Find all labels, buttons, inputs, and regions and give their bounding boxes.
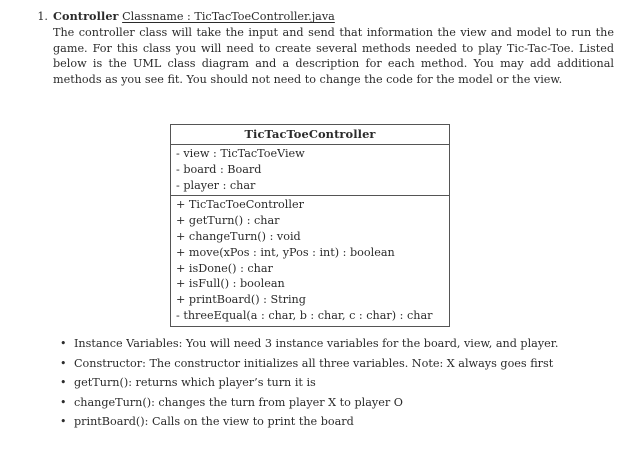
bullet-dot-icon: •	[60, 337, 67, 350]
description-paragraph: The controller class will take the input…	[53, 26, 614, 86]
heading-bold-label: Controller	[53, 9, 119, 23]
uml-method-row: + getTurn() : char	[176, 214, 280, 228]
uml-attributes-compartment: - view : TicTacToeView - board : Board -…	[171, 145, 449, 197]
uml-attribute-row: - view : TicTacToeView	[176, 147, 305, 160]
bullet-dot-icon: •	[60, 415, 67, 428]
uml-attribute-row: - player : char	[176, 178, 256, 192]
uml-method-row: + changeTurn() : void	[176, 229, 301, 243]
uml-attribute-row: - board : Board	[176, 162, 262, 176]
uml-class-diagram: TicTacToeController - view : TicTacToeVi…	[170, 124, 450, 327]
heading-classname-label: Classname : TicTacToeController.java	[122, 10, 335, 23]
page-title: Controller Classname : TicTacToeControll…	[53, 9, 614, 24]
uml-methods-compartment: + TicTacToeController + getTurn() : char…	[171, 196, 449, 325]
list-item-label: changeTurn(): changes the turn from play…	[74, 395, 403, 409]
list-item-label: Constructor: The constructor initializes…	[74, 356, 554, 370]
uml-method-row: + printBoard() : String	[176, 293, 306, 307]
method-description-list: • Instance Variables: You will need 3 in…	[0, 334, 622, 432]
list-item: • getTurn(): returns which player’s turn…	[60, 373, 612, 393]
list-item-label: getTurn(): returns which player’s turn i…	[74, 376, 316, 389]
uml-method-row: + TicTacToeController	[176, 198, 304, 212]
list-item-label: Instance Variables: You will need 3 inst…	[74, 337, 559, 350]
bullet-dot-icon: •	[60, 356, 67, 370]
uml-method-row: - threeEqual(a : char, b : char, c : cha…	[176, 308, 433, 322]
list-item-label: printBoard(): Calls on the view to print…	[74, 415, 354, 428]
bullet-dot-icon: •	[60, 376, 67, 389]
list-item-body: Controller Classname : TicTacToeControll…	[53, 9, 614, 87]
list-item: • changeTurn(): changes the turn from pl…	[60, 393, 612, 413]
uml-method-row: + move(xPos : int, yPos : int) : boolean	[176, 245, 395, 259]
uml-method-row: + isFull() : boolean	[176, 277, 285, 291]
bullet-dot-icon: •	[60, 395, 67, 409]
list-item: • Instance Variables: You will need 3 in…	[60, 334, 612, 354]
list-item: • printBoard(): Calls on the view to pri…	[60, 412, 612, 432]
uml-method-row: + isDone() : char	[176, 261, 273, 275]
list-item-number: 1.	[37, 10, 48, 23]
uml-class-box: TicTacToeController - view : TicTacToeVi…	[170, 124, 450, 327]
list-item: • Constructor: The constructor initializ…	[60, 354, 612, 374]
uml-class-name: TicTacToeController	[171, 125, 449, 145]
numbered-list-item: 1. Controller Classname : TicTacToeContr…	[0, 9, 622, 87]
